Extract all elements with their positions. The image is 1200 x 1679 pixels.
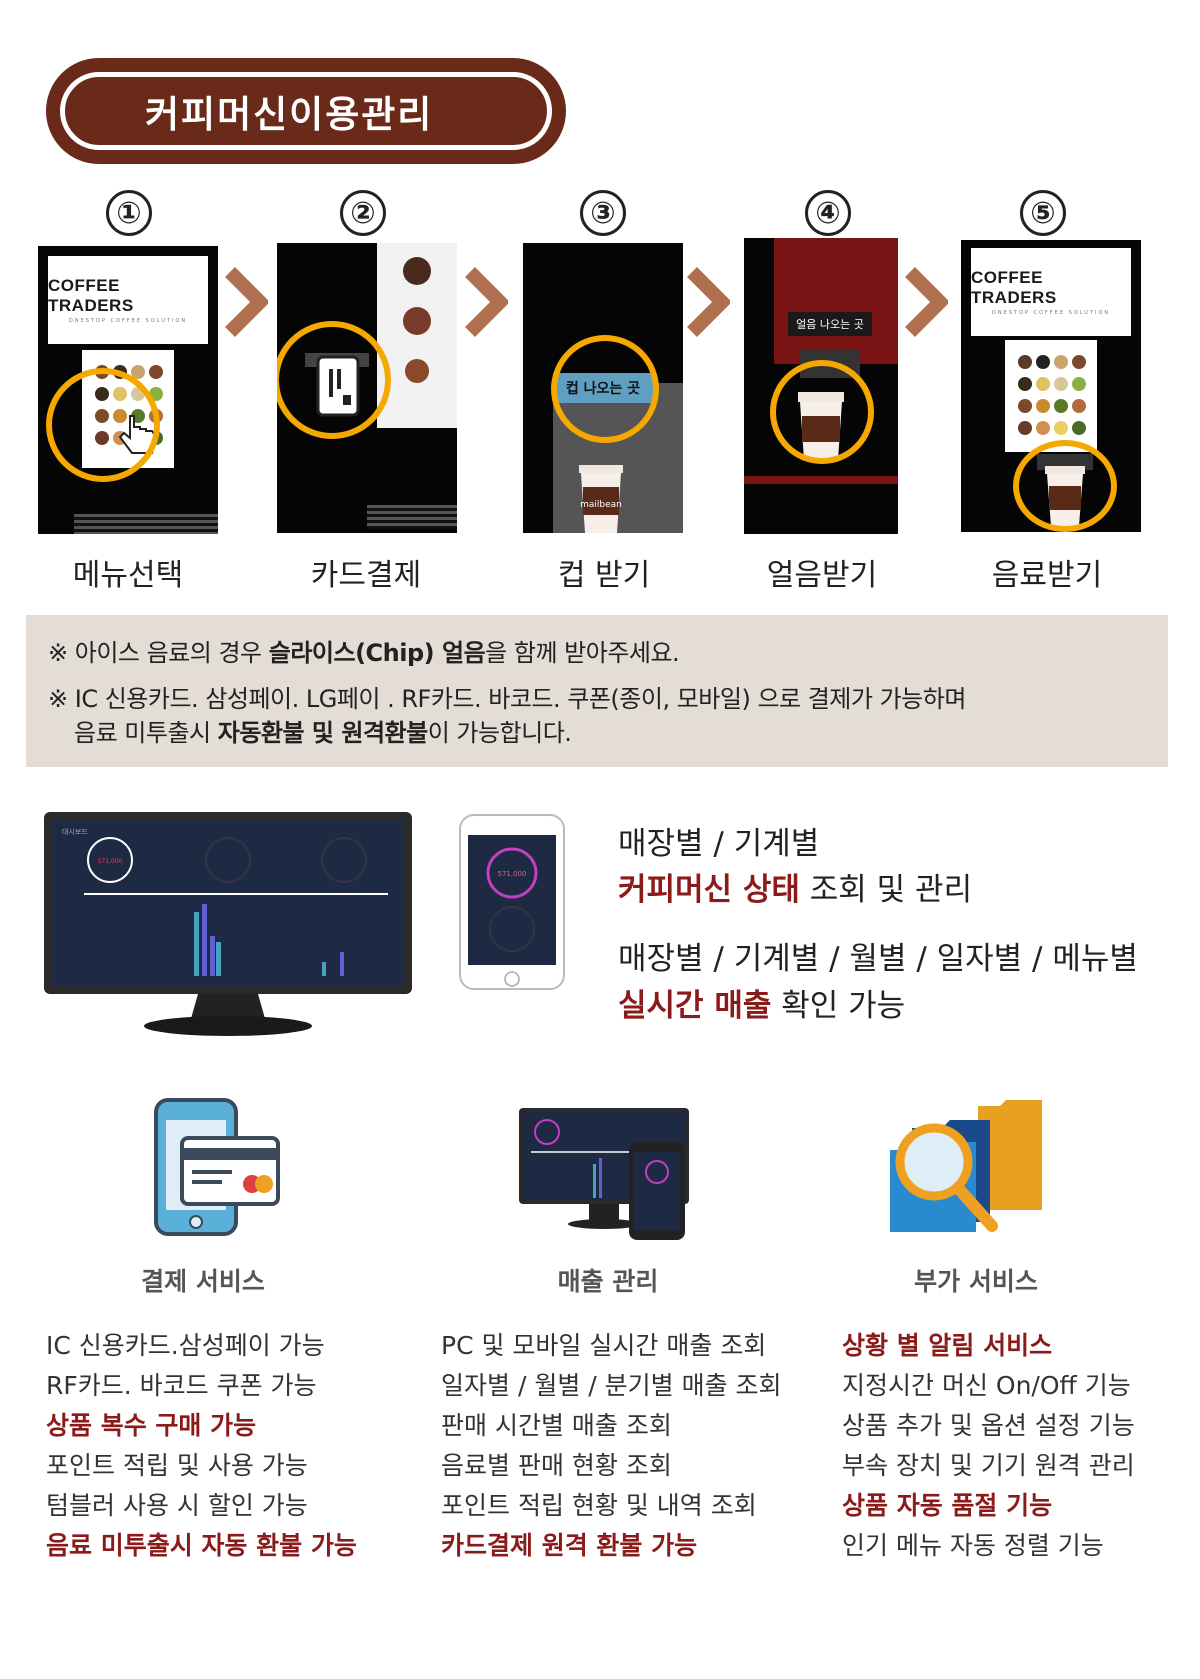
coffee-traders-logo: COFFEE TRADERS ONESTOP COFFEE SOLUTION xyxy=(971,248,1131,336)
step-2-card-panel xyxy=(277,243,457,533)
chevron-right-icon xyxy=(687,267,730,337)
list-item: 음료 미투출시 자동 환불 가능 xyxy=(46,1531,357,1560)
step-1-menu-panel: COFFEE TRADERS ONESTOP COFFEE SOLUTION xyxy=(38,246,218,534)
step-number-5: ⑤ xyxy=(1020,190,1066,236)
list-item: 상황 별 알림 서비스 xyxy=(842,1331,1053,1360)
list-item: 지정시간 머신 On/Off 기능 xyxy=(842,1371,1131,1400)
step-5-drink-panel: COFFEE TRADERS ONESTOP COFFEE SOLUTION xyxy=(961,240,1141,532)
list-item: IC 신용카드.삼성페이 가능 xyxy=(46,1331,325,1360)
step-number-1: ① xyxy=(106,190,152,236)
list-item: 음료별 판매 현황 조회 xyxy=(441,1451,672,1480)
notice-line-3: 음료 미투출시 자동환불 및 원격환불이 가능합니다. xyxy=(74,719,572,747)
drink-thumbnails xyxy=(403,257,431,383)
list-item: 상품 복수 구매 가능 xyxy=(46,1411,257,1440)
list-item: 부속 장치 및 기기 원격 관리 xyxy=(842,1451,1135,1480)
ice-highlight-ring xyxy=(770,360,874,464)
list-item: 카드결제 원격 환불 가능 xyxy=(441,1531,698,1560)
page-title: 커피머신이용관리 xyxy=(145,93,434,136)
step-number-2: ② xyxy=(340,190,386,236)
feature-1-line2: 커피머신 상태 조회 및 관리 xyxy=(618,872,973,908)
feature-2-line2: 실시간 매출 확인 가능 xyxy=(618,988,906,1024)
coffee-traders-logo: COFFEE TRADERS ONESTOP COFFEE SOLUTION xyxy=(48,256,208,344)
payment-card-phone-icon xyxy=(154,1098,280,1236)
feature-1-line1: 매장별 / 기계별 xyxy=(618,826,820,862)
feature-2-line1: 매장별 / 기계별 / 월별 / 일자별 / 메뉴별 xyxy=(618,941,1138,977)
svg-text:571,000: 571,000 xyxy=(498,870,527,878)
dispense-grate xyxy=(74,514,218,534)
list-item: 텀블러 사용 시 할인 가능 xyxy=(46,1491,308,1520)
step-number-3: ③ xyxy=(580,190,626,236)
folder-search-icon xyxy=(890,1100,1042,1232)
list-item: 상품 자동 품절 기능 xyxy=(842,1491,1053,1520)
list-item: 일자별 / 월별 / 분기별 매출 조회 xyxy=(441,1371,782,1400)
svg-text:mailbean: mailbean xyxy=(580,500,622,510)
list-item: 포인트 적립 및 사용 가능 xyxy=(46,1451,308,1480)
step-number-4: ④ xyxy=(805,190,851,236)
list-item: 판매 시간별 매출 조회 xyxy=(441,1411,672,1440)
ice-out-label: 얼음 나오는 곳 xyxy=(788,312,872,336)
dispense-grate xyxy=(367,505,457,529)
list-item: PC 및 모바일 실시간 매출 조회 xyxy=(441,1331,767,1360)
dashboard-monitor: 대시보드 571,000 xyxy=(44,812,412,1036)
coffee-cup-icon: mailbean xyxy=(579,465,623,533)
notice-line-2: ※ IC 신용카드. 삼성페이. LG페이 . RF카드. 바코드. 쿠폰(종이… xyxy=(48,685,966,713)
list-item: 인기 메뉴 자동 정렬 기능 xyxy=(842,1531,1104,1560)
step-label-3: 컵 받기 xyxy=(557,558,651,593)
chevron-right-icon xyxy=(465,267,508,337)
ice-unit xyxy=(774,238,898,364)
service-title-sales: 매출 관리 xyxy=(557,1267,659,1296)
step-label-4: 얼음받기 xyxy=(766,558,878,593)
step-3-cup-panel: 컵 나오는 곳 mailbean xyxy=(523,243,683,533)
card-highlight-ring xyxy=(277,321,391,439)
notice-line-1: ※ 아이스 음료의 경우 슬라이스(Chip) 얼음을 함께 받아주세요. xyxy=(48,639,680,667)
touch-highlight-ring xyxy=(46,368,160,482)
drink-highlight-ring xyxy=(1013,440,1117,532)
svg-text:571,000: 571,000 xyxy=(98,858,123,865)
list-item: 포인트 적립 현황 및 내역 조회 xyxy=(441,1491,757,1520)
step-label-5: 음료받기 xyxy=(991,558,1103,593)
svg-text:대시보드: 대시보드 xyxy=(62,828,88,836)
menu-screen-icon xyxy=(1005,340,1097,452)
step-4-ice-panel: 얼음 나오는 곳 xyxy=(744,238,898,534)
service-list-extra: 상황 별 알림 서비스 지정시간 머신 On/Off 기능 상품 추가 및 옵션… xyxy=(842,1326,1135,1566)
service-title-extra: 부가 서비스 xyxy=(914,1267,1038,1296)
sales-dashboard-icon xyxy=(519,1108,689,1240)
chevron-right-icon xyxy=(905,267,948,337)
list-item: 상품 추가 및 옵션 설정 기능 xyxy=(842,1411,1135,1440)
service-list-sales: PC 및 모바일 실시간 매출 조회 일자별 / 월별 / 분기별 매출 조회 … xyxy=(441,1326,782,1566)
mobile-dashboard-phone: 571,000 xyxy=(459,814,565,990)
title-banner: 커피머신이용관리 xyxy=(46,58,566,164)
chevron-right-icon xyxy=(225,267,268,337)
list-item: RF카드. 바코드 쿠폰 가능 xyxy=(46,1371,317,1400)
cup-highlight-ring xyxy=(551,335,659,443)
step-label-1: 메뉴선택 xyxy=(72,558,184,593)
drip-tray xyxy=(744,476,898,484)
notice-box: ※ 아이스 음료의 경우 슬라이스(Chip) 얼음을 함께 받아주세요. ※ … xyxy=(26,615,1168,767)
step-label-2: 카드결제 xyxy=(310,558,422,593)
service-title-payment: 결제 서비스 xyxy=(141,1267,265,1296)
service-list-payment: IC 신용카드.삼성페이 가능 RF카드. 바코드 쿠폰 가능 상품 복수 구매… xyxy=(46,1326,357,1566)
